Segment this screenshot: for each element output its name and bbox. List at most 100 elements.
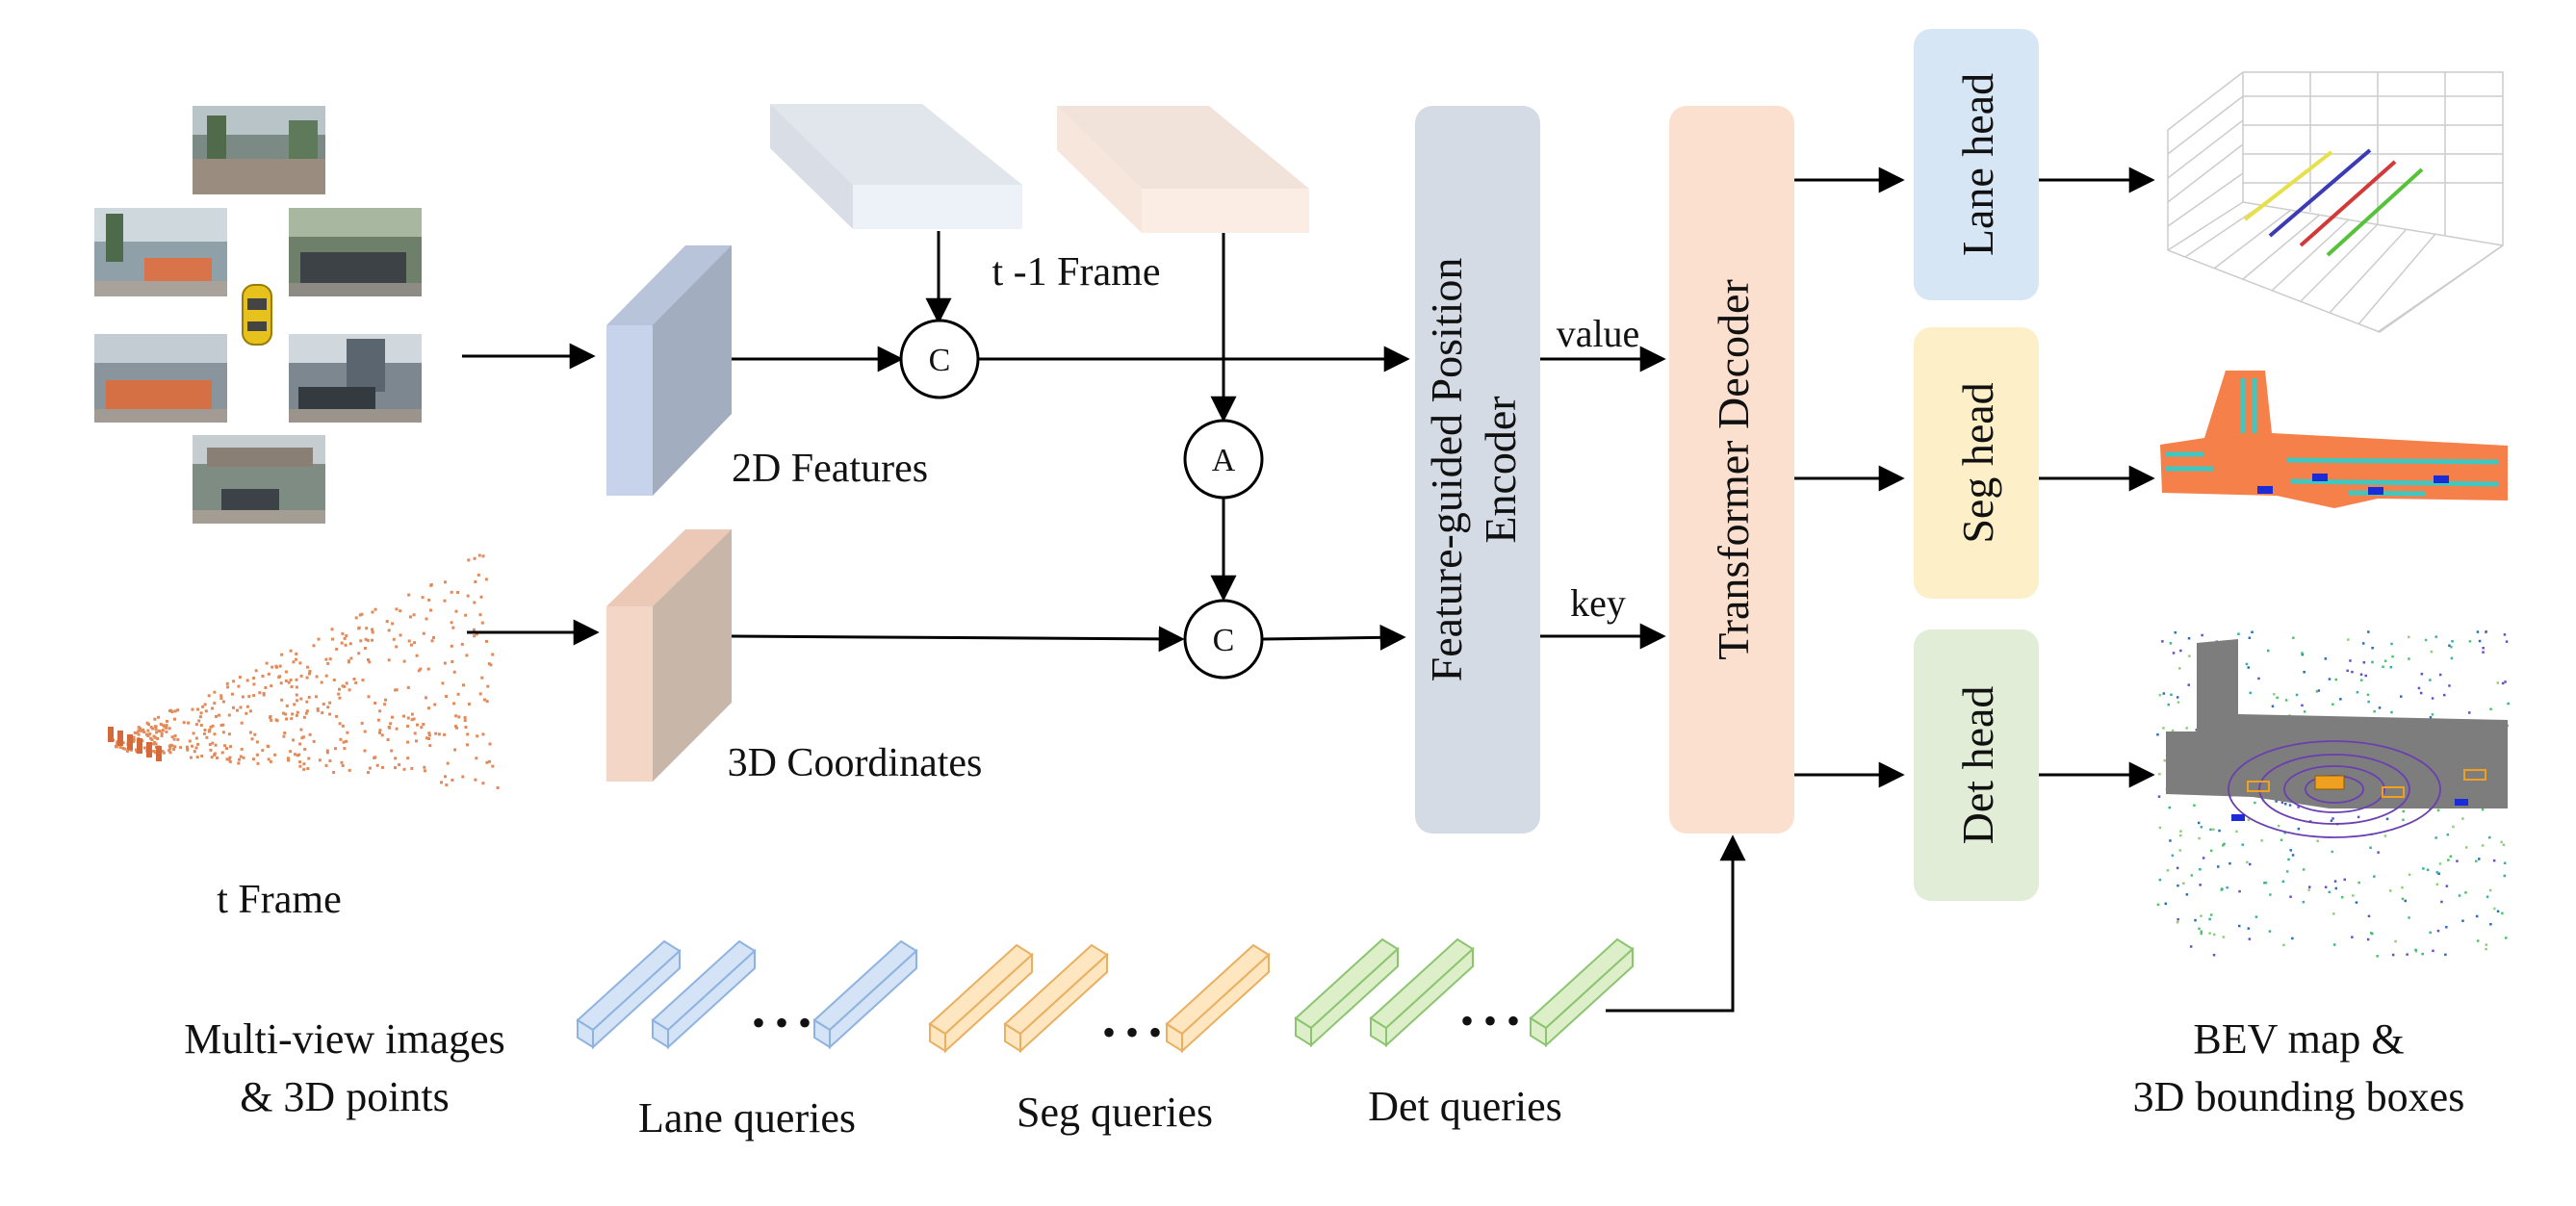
point-dot: [185, 745, 189, 749]
point-dot: [452, 670, 456, 674]
lidar-point: [2391, 654, 2394, 658]
lidar-point: [2505, 640, 2509, 643]
lidar-point: [2448, 684, 2451, 687]
lidar-point: [2185, 893, 2189, 896]
lidar-point: [2292, 636, 2295, 639]
lidar-point: [2156, 733, 2159, 736]
point-dot: [464, 726, 468, 729]
point-dot: [416, 723, 419, 727]
point-dot: [305, 676, 309, 680]
point-dot: [360, 721, 364, 725]
point-dot: [312, 739, 316, 743]
point-dot: [402, 659, 406, 663]
lidar-point: [2461, 817, 2464, 820]
key-label: key: [1570, 581, 1626, 625]
point-dot: [460, 642, 464, 646]
lidar-point: [2431, 713, 2434, 716]
lidar-point: [2383, 659, 2387, 662]
query-bar: [812, 939, 918, 1050]
point-dot: [146, 729, 150, 732]
lidar-point: [2284, 803, 2287, 806]
point-dot: [179, 746, 183, 750]
point-dot: [473, 628, 476, 631]
point-dot: [375, 763, 379, 767]
point-dot: [137, 738, 142, 754]
point-dot: [496, 786, 500, 789]
lidar-point: [2369, 846, 2372, 849]
point-dot: [240, 721, 244, 725]
lidar-point: [2213, 933, 2216, 937]
lidar-point: [2179, 830, 2182, 833]
lidar-point: [2158, 693, 2162, 697]
point-dot: [335, 647, 339, 651]
lidar-point: [2317, 689, 2321, 692]
point-dot: [363, 647, 367, 650]
point-dot: [467, 703, 471, 706]
point-dot: [248, 709, 252, 713]
lidar-point: [2238, 924, 2241, 928]
lidar-point: [2446, 833, 2450, 836]
lidar-point: [2201, 633, 2203, 637]
point-dot: [284, 712, 288, 716]
point-dot: [364, 637, 368, 641]
point-dot: [339, 737, 343, 741]
lane-line-blue: [2268, 148, 2372, 238]
point-dot: [282, 734, 286, 738]
query-bar: [1165, 943, 1271, 1054]
point-dot: [203, 703, 207, 706]
point-dot: [208, 728, 212, 731]
point-dot: [412, 613, 416, 617]
point-dot: [312, 644, 316, 648]
point-dot: [252, 677, 255, 680]
lidar-point: [2458, 894, 2461, 897]
point-dot: [425, 696, 427, 700]
point-dot: [302, 762, 306, 766]
lidar-point: [2164, 902, 2167, 906]
point-dot: [284, 679, 288, 682]
point-dot: [193, 750, 196, 754]
point-dot: [302, 715, 306, 719]
point-dot: [299, 697, 303, 701]
point-dot: [429, 583, 433, 587]
point-dot: [462, 683, 465, 687]
point-dot: [332, 679, 336, 681]
lidar-point: [2476, 939, 2480, 942]
point-dot: [481, 782, 485, 785]
point-dot: [242, 756, 245, 759]
point-dot: [283, 731, 287, 734]
point-dot: [169, 743, 173, 747]
point-dot: [345, 739, 348, 743]
point-dot: [163, 725, 167, 729]
point-dot: [399, 609, 402, 613]
point-dot: [477, 573, 480, 577]
lidar-point: [2182, 882, 2185, 885]
point-dot: [394, 688, 398, 692]
point-dot: [475, 632, 478, 636]
lidar-point: [2347, 638, 2350, 641]
point-dot: [326, 661, 330, 665]
point-dot: [433, 703, 437, 706]
point-dot: [395, 607, 399, 611]
point-dot: [317, 637, 321, 641]
point-dot: [337, 692, 341, 696]
lidar-point: [2275, 800, 2278, 803]
point-dot: [406, 725, 410, 728]
point-dot: [466, 594, 470, 598]
query-groups: [576, 937, 1635, 1054]
lidar-point: [2461, 919, 2464, 922]
lidar-point: [2171, 729, 2175, 732]
point-dot: [269, 715, 272, 718]
point-dot: [443, 661, 447, 665]
query-bar: [1529, 937, 1635, 1048]
point-dot: [245, 679, 249, 682]
point-dot: [345, 681, 348, 685]
lidar-point: [2429, 679, 2432, 681]
point-dot: [307, 696, 311, 699]
point-dot: [348, 688, 351, 692]
point-dot: [474, 778, 477, 782]
point-dot: [289, 649, 293, 653]
point-dot: [284, 670, 288, 674]
lidar-point: [2449, 855, 2453, 858]
point-dot: [454, 609, 458, 613]
